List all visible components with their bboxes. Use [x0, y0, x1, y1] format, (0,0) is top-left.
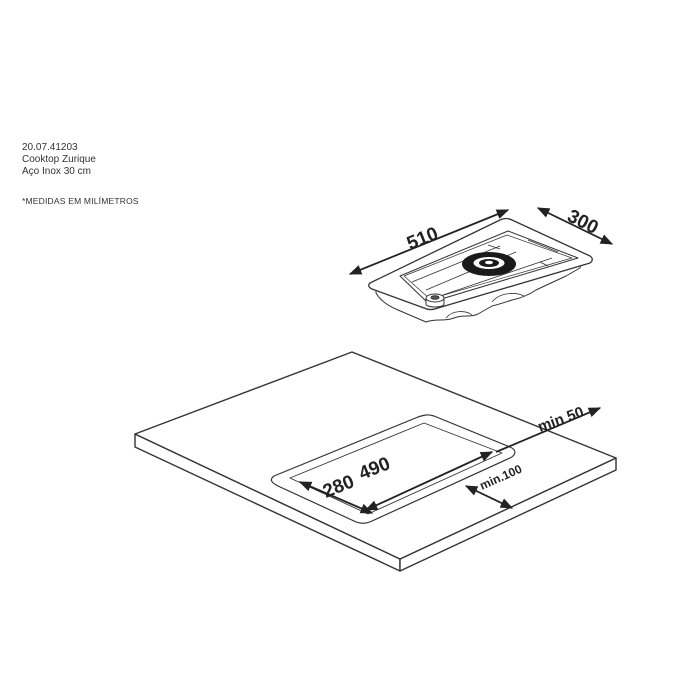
cutout-outer: [270, 414, 516, 524]
dim-490-line: [298, 481, 374, 514]
dim-min50-line: [495, 407, 602, 453]
dim-label-300: 300: [564, 206, 602, 239]
dim-280-line: [364, 451, 494, 511]
dim-300-line: [536, 207, 614, 245]
product-name: Cooktop Zurique: [22, 154, 96, 165]
burner-icon: [462, 252, 516, 276]
units-note: *MEDIDAS EM MILÍMETROS: [22, 196, 139, 206]
knob-icon: [425, 293, 445, 308]
dim-label-510: 510: [404, 223, 441, 254]
countertop-top-face: [134, 351, 617, 560]
product-code: 20.07.41203: [22, 142, 78, 153]
cooktop-dimensions: [348, 207, 614, 275]
dim-510-line: [348, 209, 510, 275]
product-info: 20.07.41203 Cooktop Zurique Aço Inox 30 …: [22, 142, 96, 178]
cutout-dimensions: [298, 407, 602, 514]
dim-label-min50: min 50: [536, 404, 586, 436]
dim-min100-line: [464, 485, 514, 509]
product-material: Aço Inox 30 cm: [22, 166, 91, 177]
